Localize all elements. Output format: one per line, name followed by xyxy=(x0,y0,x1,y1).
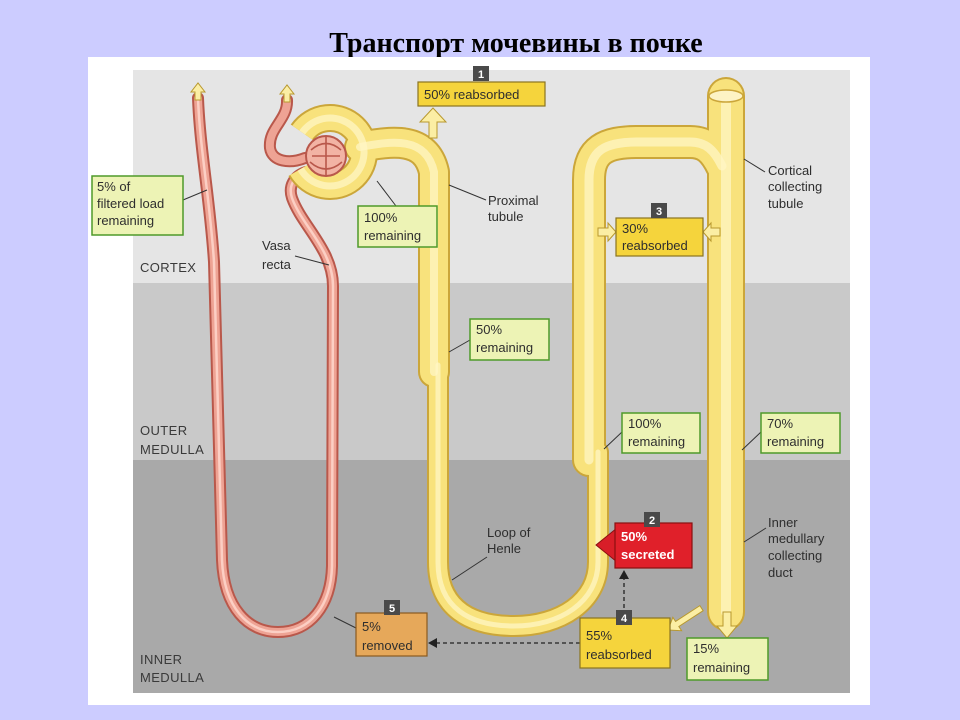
label-proximal-tubule-line2: tubule xyxy=(488,209,523,224)
label-vasa-recta-line2: recta xyxy=(262,257,292,272)
step-4-box: 55% reabsorbed 4 xyxy=(579,610,671,669)
step-box-line: secreted xyxy=(621,547,675,562)
step-number: 3 xyxy=(656,206,662,218)
remaining-box-frame xyxy=(686,637,769,681)
remaining-box-frame xyxy=(357,205,438,248)
zone-label-inner-medulla-line2: MEDULLA xyxy=(140,670,204,685)
label-cortical-collecting-tubule-line3: tubule xyxy=(768,196,803,211)
leader-line xyxy=(741,431,762,451)
step-number-tag xyxy=(616,610,632,625)
step-3-box: 30% reabsorbed 3 xyxy=(615,203,704,257)
label-inner-medullary-duct-line3: collecting xyxy=(768,548,822,563)
remaining-box-frame xyxy=(91,175,184,236)
step-box-line: 50% xyxy=(621,529,647,544)
step-box-frame xyxy=(614,522,693,569)
step-number: 4 xyxy=(621,613,628,625)
label-loop-of-henle-line2: Henle xyxy=(487,541,521,556)
zone-label-cortex: CORTEX xyxy=(140,260,196,275)
step-number-tag xyxy=(473,66,489,81)
remaining-box-line: remaining xyxy=(628,434,685,449)
remaining-box-line: 5% of xyxy=(97,179,131,194)
leader-line xyxy=(333,616,357,629)
step-number-tag xyxy=(644,512,660,527)
remaining-box-frame xyxy=(621,412,701,454)
remaining-box-line: 100% xyxy=(628,416,662,431)
remaining-box-filtered-load: 5% of filtered load remaining xyxy=(91,175,184,236)
leader-line xyxy=(451,556,488,581)
arrowhead-left-icon xyxy=(428,638,437,648)
remaining-box-thick-ascending: 100% remaining xyxy=(621,412,701,454)
step-number: 1 xyxy=(478,69,484,81)
label-cortical-collecting-tubule-line1: Cortical xyxy=(768,163,812,178)
zone-label-inner-medulla-line1: INNER xyxy=(140,652,182,667)
duct-outflow-arrow-icon xyxy=(715,611,739,639)
afferent-inflow-arrow-icon xyxy=(278,84,296,103)
leader-line xyxy=(743,527,767,543)
remaining-box-line: remaining xyxy=(476,340,533,355)
reabsorption-right-arrow-icon xyxy=(702,221,721,243)
slide-title: Транспорт мочевины в почке xyxy=(329,28,702,59)
vasa-recta-outflow-arrow-icon xyxy=(189,82,207,101)
duct-reabsorption-arrow-icon xyxy=(667,604,704,632)
remaining-box-line: remaining xyxy=(767,434,824,449)
remaining-box-frame xyxy=(469,318,550,361)
step-5-box: 5% removed 5 xyxy=(355,600,428,657)
step-box-line: 55% xyxy=(586,628,612,643)
nephron-tubule xyxy=(301,90,743,626)
remaining-box-line: remaining xyxy=(97,213,154,228)
label-cortical-collecting-tubule-line2: collecting xyxy=(768,179,822,194)
step-box-line: 5% xyxy=(362,619,381,634)
remaining-box-line: 100% xyxy=(364,210,398,225)
remaining-box-line: filtered load xyxy=(97,196,164,211)
label-proximal-tubule-line1: Proximal xyxy=(488,193,539,208)
leader-line xyxy=(448,184,487,201)
step-number-tag xyxy=(651,203,667,218)
label-vasa-recta-line1: Vasa xyxy=(262,238,291,253)
remaining-box-frame xyxy=(760,412,841,454)
leader-line xyxy=(182,189,208,201)
step-box-line: 30% xyxy=(622,221,648,236)
remaining-box-line: 70% xyxy=(767,416,793,431)
leader-lines xyxy=(182,158,767,629)
step-box-line: 50% reabsorbed xyxy=(424,87,519,102)
step-box-frame xyxy=(579,617,671,669)
step-box-frame xyxy=(615,217,704,257)
leader-line xyxy=(448,339,471,353)
step-box-line: reabsorbed xyxy=(622,238,688,253)
remaining-box-line: remaining xyxy=(693,660,750,675)
step-1-box: 50% reabsorbed 1 xyxy=(417,66,546,107)
reabsorption-left-arrow-icon xyxy=(597,221,617,243)
leader-line xyxy=(743,158,766,173)
step-box-line: removed xyxy=(362,638,413,653)
remaining-box-bowman: 100% remaining xyxy=(357,205,438,248)
label-inner-medullary-duct-line1: Inner xyxy=(768,515,798,530)
label-inner-medullary-duct-line4: duct xyxy=(768,565,793,580)
remaining-box-line: remaining xyxy=(364,228,421,243)
label-inner-medullary-duct-line2: medullary xyxy=(768,531,825,546)
collecting-duct-opening xyxy=(708,89,744,103)
leader-line xyxy=(603,431,623,450)
remaining-box-line: 15% xyxy=(693,641,719,656)
leader-line xyxy=(376,180,397,207)
step-2-box: 50% secreted 2 xyxy=(614,512,693,569)
arrowhead-up-icon xyxy=(619,570,629,579)
step-box-line: reabsorbed xyxy=(586,647,652,662)
step-number-tag xyxy=(384,600,400,615)
remaining-box-line: 50% xyxy=(476,322,502,337)
zone-label-outer-medulla-line1: OUTER xyxy=(140,423,188,438)
step-number: 5 xyxy=(389,603,395,615)
glomerulus xyxy=(305,135,347,177)
remaining-box-cortical-duct: 70% remaining xyxy=(760,412,841,454)
step-number: 2 xyxy=(649,515,655,527)
step-box-frame xyxy=(417,81,546,107)
leader-line xyxy=(294,255,330,266)
zone-label-outer-medulla-line2: MEDULLA xyxy=(140,442,204,457)
remaining-box-duct-end: 15% remaining xyxy=(686,637,769,681)
glomerulus-loop xyxy=(312,137,340,175)
reabsorption-up-arrow-icon xyxy=(418,107,448,139)
label-loop-of-henle-line1: Loop of xyxy=(487,525,531,540)
remaining-box-proximal-end: 50% remaining xyxy=(469,318,550,361)
